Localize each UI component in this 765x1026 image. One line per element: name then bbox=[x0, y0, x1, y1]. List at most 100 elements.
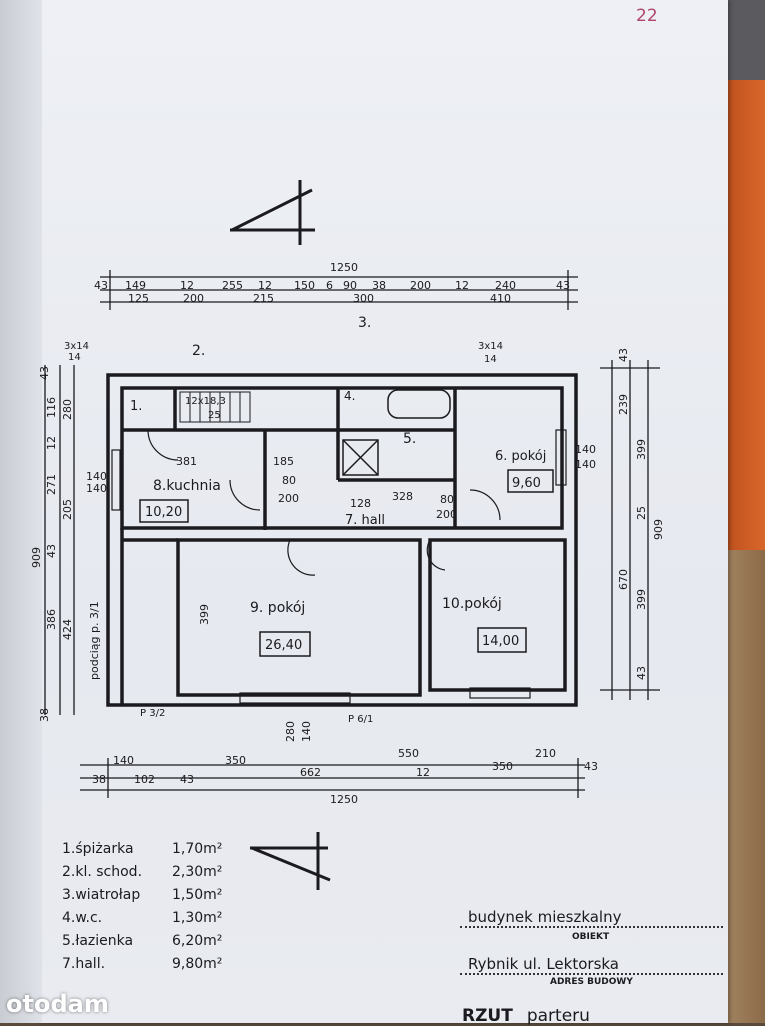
right-dim-labels: 43 239 399 25 399 43 670 909 bbox=[617, 348, 665, 680]
svg-text:909: 909 bbox=[652, 519, 665, 540]
watermark-logo: otodam bbox=[6, 990, 109, 1018]
svg-text:43: 43 bbox=[45, 544, 58, 558]
top-dimension-lines bbox=[100, 270, 578, 310]
svg-text:43: 43 bbox=[617, 348, 630, 362]
svg-text:25: 25 bbox=[208, 410, 221, 421]
room-8-area: 10,20 bbox=[145, 505, 182, 520]
svg-text:14: 14 bbox=[484, 354, 497, 365]
svg-text:102: 102 bbox=[134, 773, 155, 786]
svg-text:140: 140 bbox=[86, 470, 107, 483]
room-4-label: 4. bbox=[344, 389, 355, 403]
windows bbox=[111, 429, 567, 704]
svg-text:200: 200 bbox=[278, 492, 299, 505]
svg-text:P 3/2: P 3/2 bbox=[140, 708, 165, 719]
room-6-label: 6. pokój bbox=[495, 449, 546, 464]
dark-background bbox=[728, 0, 765, 90]
svg-text:350: 350 bbox=[225, 754, 246, 767]
svg-text:300: 300 bbox=[353, 292, 374, 305]
room-9-label: 9. pokój bbox=[250, 600, 305, 616]
binding-edge bbox=[0, 0, 42, 1023]
svg-text:662: 662 bbox=[300, 766, 321, 779]
svg-text:280: 280 bbox=[61, 399, 74, 420]
svg-text:381: 381 bbox=[176, 455, 197, 468]
svg-text:90: 90 bbox=[343, 279, 357, 292]
stairs bbox=[179, 391, 251, 423]
svg-text:280: 280 bbox=[284, 721, 297, 742]
svg-text:140: 140 bbox=[575, 443, 596, 456]
svg-text:328: 328 bbox=[392, 490, 413, 503]
svg-text:410: 410 bbox=[490, 292, 511, 305]
svg-text:140: 140 bbox=[113, 754, 134, 767]
legend-row: 2.kl. schod.2,30m² bbox=[62, 864, 223, 880]
svg-text:6: 6 bbox=[326, 279, 333, 292]
dim-total-top: 1250 bbox=[330, 261, 358, 274]
svg-text:140: 140 bbox=[300, 721, 313, 742]
room-10-area: 14,00 bbox=[482, 634, 519, 649]
room-8-label: 8.kuchnia bbox=[153, 478, 221, 494]
svg-text:424: 424 bbox=[61, 619, 74, 640]
svg-text:550: 550 bbox=[398, 747, 419, 760]
svg-text:38: 38 bbox=[38, 708, 51, 722]
walls bbox=[106, 373, 578, 707]
svg-text:38: 38 bbox=[92, 773, 106, 786]
beam-note: podciąg p. 3/1 bbox=[88, 601, 101, 680]
svg-text:215: 215 bbox=[253, 292, 274, 305]
svg-text:80: 80 bbox=[440, 493, 454, 506]
area-box-room10 bbox=[477, 627, 527, 653]
svg-text:670: 670 bbox=[617, 569, 630, 590]
room-9-area: 26,40 bbox=[265, 638, 302, 653]
room-3-label: 3. bbox=[358, 315, 371, 331]
left-dim-labels: 43 116 12 271 43 386 38 280 205 424 909 bbox=[30, 366, 74, 722]
svg-text:386: 386 bbox=[45, 609, 58, 630]
svg-text:399: 399 bbox=[635, 439, 648, 460]
room-6-area: 9,60 bbox=[512, 476, 541, 491]
svg-text:25: 25 bbox=[635, 506, 648, 520]
room-7-label: 7. hall bbox=[345, 513, 385, 528]
svg-text:12: 12 bbox=[180, 279, 194, 292]
dim-total-bottom: 1250 bbox=[330, 793, 358, 806]
area-box-room6 bbox=[507, 469, 554, 493]
area-box-room9 bbox=[259, 631, 311, 657]
svg-text:43: 43 bbox=[635, 666, 648, 680]
shower bbox=[342, 439, 379, 476]
room-1-label: 1. bbox=[130, 399, 142, 414]
object-caption: OBIEKT bbox=[572, 932, 610, 942]
paper-sheet bbox=[38, 0, 728, 1023]
svg-text:43: 43 bbox=[94, 279, 108, 292]
svg-text:399: 399 bbox=[635, 589, 648, 610]
svg-text:240: 240 bbox=[495, 279, 516, 292]
svg-text:239: 239 bbox=[617, 394, 630, 415]
svg-text:909: 909 bbox=[30, 547, 43, 568]
svg-text:43: 43 bbox=[556, 279, 570, 292]
address-field: Rybnik ul. Lektorska bbox=[460, 955, 723, 975]
north-arrow-top bbox=[230, 180, 315, 245]
bottom-dimension-lines bbox=[80, 758, 585, 798]
room-10-label: 10.pokój bbox=[442, 596, 502, 612]
area-box-kitchen bbox=[139, 499, 189, 523]
address-caption: ADRES BUDOWY bbox=[550, 977, 633, 987]
svg-text:38: 38 bbox=[372, 279, 386, 292]
svg-text:185: 185 bbox=[273, 455, 294, 468]
legend-row: 7.hall.9,80m² bbox=[62, 956, 223, 972]
room-2-label: 2. bbox=[192, 343, 205, 359]
svg-text:P 6/1: P 6/1 bbox=[348, 714, 373, 725]
svg-text:125: 125 bbox=[128, 292, 149, 305]
svg-text:80: 80 bbox=[282, 474, 296, 487]
svg-text:3x14: 3x14 bbox=[478, 341, 503, 352]
svg-text:43: 43 bbox=[38, 366, 51, 380]
svg-text:399: 399 bbox=[198, 604, 211, 625]
svg-text:43: 43 bbox=[584, 760, 598, 773]
svg-text:350: 350 bbox=[492, 760, 513, 773]
svg-text:200: 200 bbox=[183, 292, 204, 305]
svg-text:116: 116 bbox=[45, 397, 58, 418]
svg-text:140: 140 bbox=[86, 482, 107, 495]
svg-text:43: 43 bbox=[180, 773, 194, 786]
right-dimension-lines bbox=[600, 360, 660, 700]
svg-text:12: 12 bbox=[455, 279, 469, 292]
doors bbox=[147, 429, 501, 576]
